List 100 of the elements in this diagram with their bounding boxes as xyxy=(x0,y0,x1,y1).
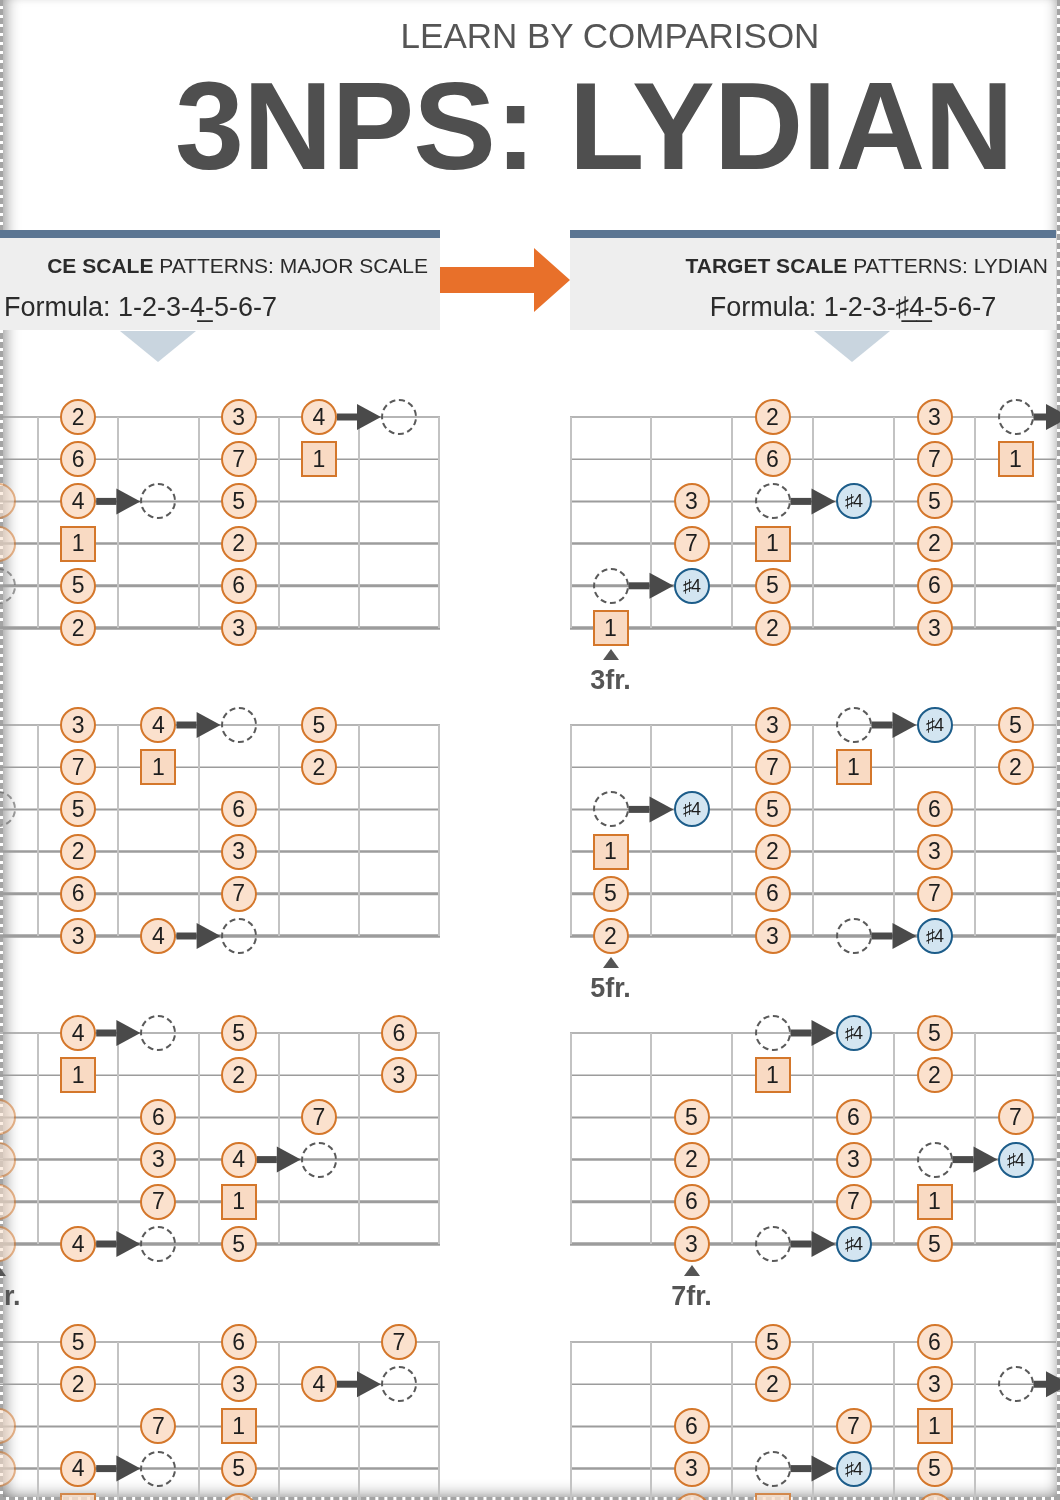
scale-degree-circle: 5 xyxy=(673,1099,710,1136)
scale-degree-circle: 5 xyxy=(997,707,1034,743)
scale-degree-circle: 6 xyxy=(916,567,953,604)
arrow xyxy=(1033,1371,1060,1398)
arrow xyxy=(176,712,221,738)
cropped-circle-icon xyxy=(0,1408,16,1445)
dashed-circle-icon xyxy=(754,1226,791,1262)
scale-degree-circle: 5 xyxy=(754,1324,791,1360)
dashed-circle-icon xyxy=(835,918,872,954)
band-heading: CE SCALE PATTERNS: MAJOR SCALE xyxy=(47,253,428,279)
scale-degree-circle: 7 xyxy=(916,875,953,912)
header-band xyxy=(0,230,440,330)
arrow xyxy=(440,248,570,312)
dashed-circle-icon xyxy=(997,1366,1034,1403)
dashed-circle-icon xyxy=(916,1141,953,1178)
sharp-four-circle: ♯4 xyxy=(835,1226,872,1262)
root-note-square: 1 xyxy=(60,1057,97,1094)
scale-degree-circle: 6 xyxy=(60,441,97,478)
root-note-square: 1 xyxy=(997,441,1034,478)
scale-degree-circle: 3 xyxy=(220,1366,257,1403)
sharp-four-circle: ♯4 xyxy=(673,791,710,828)
dashed-circle-icon xyxy=(220,918,257,954)
dashed-circle-icon xyxy=(997,399,1034,435)
dashed-circle-icon xyxy=(592,791,629,828)
arrow xyxy=(96,1455,141,1482)
arrow xyxy=(176,923,221,949)
scale-degree-circle: 2 xyxy=(60,399,97,435)
root-note-square: 1 xyxy=(140,749,177,786)
scale-degree-circle: 5 xyxy=(220,1450,257,1487)
sharp-four-circle: ♯4 xyxy=(916,707,953,743)
scale-degree-circle: 6 xyxy=(916,791,953,828)
arrow xyxy=(336,404,381,430)
fret-label: r. xyxy=(4,1281,21,1311)
scale-degree-circle: 4 xyxy=(300,399,337,435)
scale-degree-circle: 2 xyxy=(300,749,337,786)
scale-degree-circle: 7 xyxy=(916,441,953,478)
scale-degree-circle: 2 xyxy=(754,1366,791,1403)
arrow xyxy=(628,572,674,599)
root-note-square: 1 xyxy=(754,525,791,562)
dashed-circle-icon xyxy=(381,399,417,435)
scale-degree-circle: 3 xyxy=(673,1450,710,1487)
scale-degree-circle: 5 xyxy=(592,875,629,912)
root-note-square: 1 xyxy=(916,1408,953,1445)
cropped-circle-icon xyxy=(0,1226,16,1262)
scale-degree-circle: 3 xyxy=(60,707,97,743)
scale-degree-circle: 2 xyxy=(754,833,791,870)
scale-degree-circle: 7 xyxy=(220,875,257,912)
dashed-circle-icon xyxy=(754,483,791,520)
scale-degree-circle: 6 xyxy=(754,441,791,478)
scale-degree-circle: 6 xyxy=(673,1183,710,1220)
scale-degree-circle: 5 xyxy=(754,567,791,604)
dashed-circle-icon xyxy=(381,1366,417,1403)
header-band xyxy=(570,230,1056,330)
dashed-circle-icon xyxy=(754,1015,791,1051)
scale-degree-circle: 7 xyxy=(835,1408,872,1445)
scale-degree-circle: 5 xyxy=(220,1015,257,1051)
root-note-square: 1 xyxy=(916,1183,953,1220)
scale-degree-circle: 7 xyxy=(381,1324,417,1360)
scale-degree-circle: 2 xyxy=(997,749,1034,786)
scale-degree-circle: 6 xyxy=(673,1408,710,1445)
scale-degree-circle: 5 xyxy=(916,1015,953,1051)
scale-degree-circle: 5 xyxy=(60,791,97,828)
scale-degree-circle: 5 xyxy=(60,1324,97,1360)
dashed-circle-icon xyxy=(140,1015,177,1051)
scale-degree-circle: 3 xyxy=(754,918,791,954)
cropped-circle-icon xyxy=(0,1141,16,1178)
dashed-circle-icon xyxy=(835,707,872,743)
sharp-four-circle: ♯4 xyxy=(835,1015,872,1051)
scale-degree-circle: 2 xyxy=(220,1057,257,1094)
scale-degree-circle: 2 xyxy=(916,525,953,562)
sharp-four-circle: ♯4 xyxy=(835,483,872,520)
cropped-circle-icon xyxy=(0,1450,16,1487)
arrow xyxy=(628,796,674,823)
dashed-circle-icon xyxy=(754,1450,791,1487)
scale-degree-circle: 3 xyxy=(60,918,97,954)
root-note-square: 1 xyxy=(754,1057,791,1094)
arrow xyxy=(871,923,917,949)
scale-degree-circle: 6 xyxy=(60,875,97,912)
arrow xyxy=(952,1146,998,1173)
scale-degree-circle: 3 xyxy=(220,399,257,435)
arrow xyxy=(790,1455,836,1482)
scale-degree-circle: 7 xyxy=(60,749,97,786)
root-note-square: 1 xyxy=(300,441,337,478)
scale-degree-circle: 7 xyxy=(673,525,710,562)
scale-degree-circle: 3 xyxy=(220,610,257,646)
root-note-square: 1 xyxy=(835,749,872,786)
scale-degree-circle: 2 xyxy=(916,1057,953,1094)
cropped-circle-icon xyxy=(0,525,16,562)
dashed-circle-icon xyxy=(300,1141,337,1178)
scale-degree-circle: 4 xyxy=(60,483,97,520)
scale-degree-circle: 4 xyxy=(60,1226,97,1262)
arrow xyxy=(790,488,836,515)
arrow xyxy=(1033,404,1060,430)
subtitle: LEARN BY COMPARISON xyxy=(400,15,820,57)
sharp-four-circle: ♯4 xyxy=(916,918,953,954)
scale-degree-circle: 3 xyxy=(754,707,791,743)
scale-degree-circle: 2 xyxy=(60,833,97,870)
scale-degree-circle: 2 xyxy=(673,1141,710,1178)
cropped-square-icon xyxy=(60,1492,97,1500)
scale-degree-circle: 6 xyxy=(916,1324,953,1360)
